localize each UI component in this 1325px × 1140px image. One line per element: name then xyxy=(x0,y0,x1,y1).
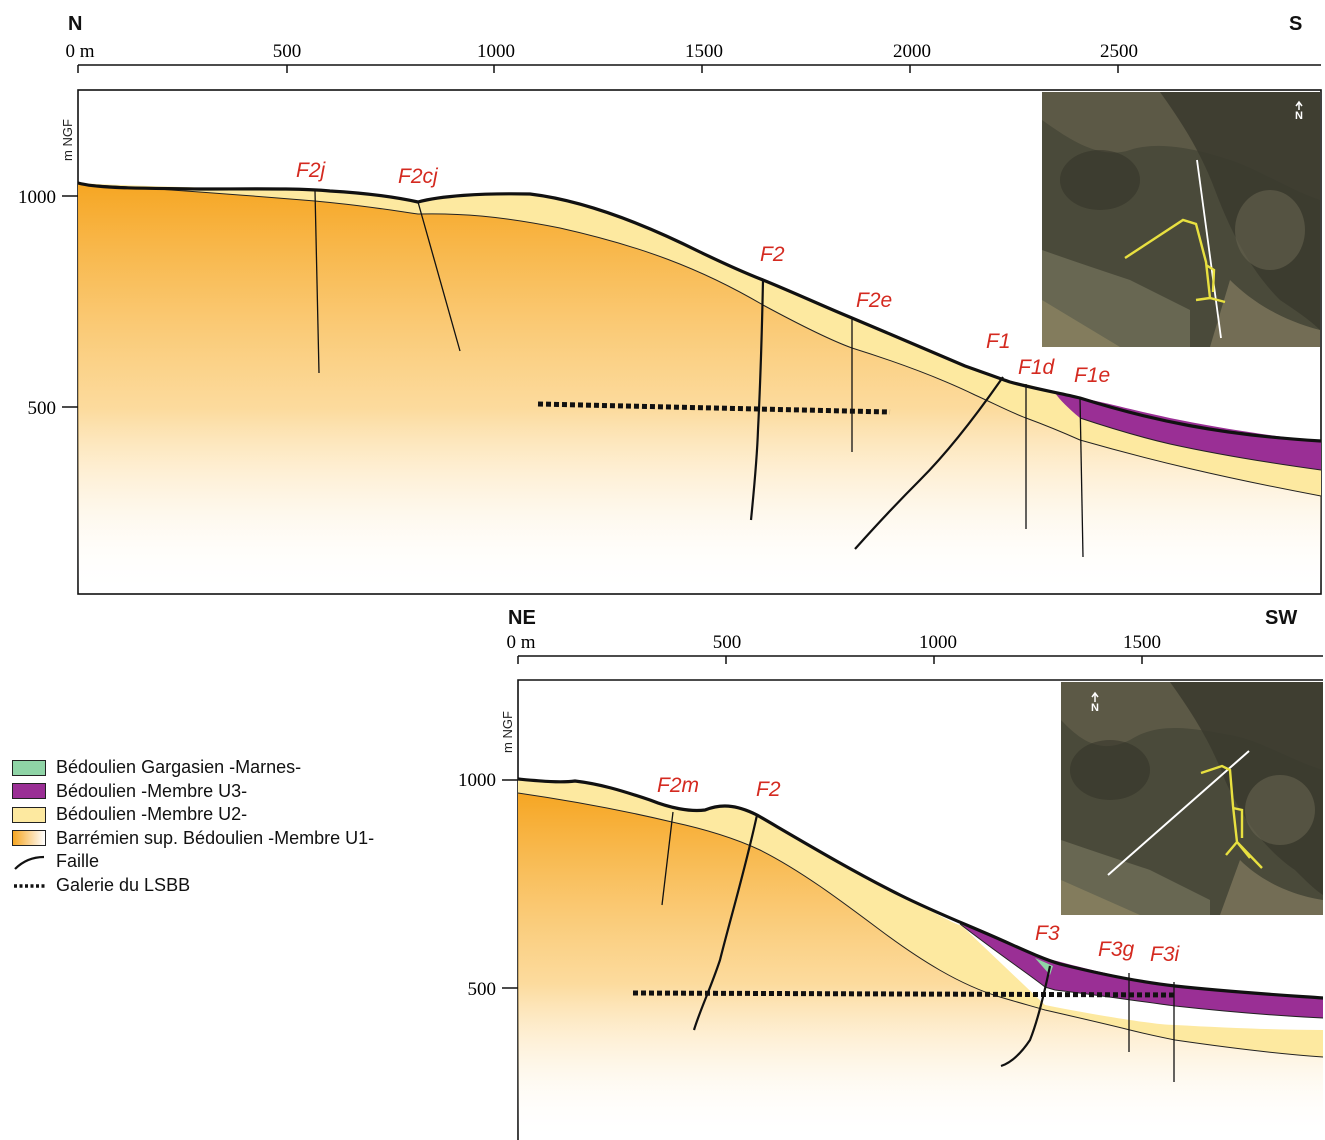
fault-symbol-icon xyxy=(14,855,45,870)
fault-label-f2m: F2m xyxy=(657,774,699,797)
gallery-symbol-icon xyxy=(14,884,46,888)
legend-item-u2: Bédoulien -Membre U2- xyxy=(12,803,374,827)
top-x-tick-1000: 1000 xyxy=(477,41,515,62)
legend-item-marnes: Bédoulien Gargasien -Marnes- xyxy=(12,756,374,780)
top-map-inset: N xyxy=(1042,92,1320,347)
legend-item-u1: Barrémien sup. Bédoulien -Membre U1- xyxy=(12,827,374,851)
fault-line-f2 xyxy=(749,279,765,521)
top-x-tick-0: 0 m xyxy=(65,41,94,62)
legend-label: Bédoulien -Membre U3- xyxy=(56,780,248,801)
bottom-x-tick-500: 500 xyxy=(713,632,742,653)
top-gallery-lsbb xyxy=(537,401,891,415)
top-y-tick-1000: 1000 xyxy=(18,187,56,208)
fault-label-f3g: F3g xyxy=(1098,938,1135,961)
top-x-tick-2000: 2000 xyxy=(893,41,931,62)
top-x-tick-500: 500 xyxy=(273,41,302,62)
bottom-layer-u1 xyxy=(518,793,1323,1140)
fault-label-f2e: F2e xyxy=(856,289,892,312)
bottom-faults xyxy=(661,811,1175,1082)
legend: Bédoulien Gargasien -Marnes- Bédoulien -… xyxy=(12,756,374,897)
top-y-tick-500: 500 xyxy=(28,398,57,419)
top-x-tick-1500: 1500 xyxy=(685,41,723,62)
fault-line-f2m xyxy=(661,811,674,906)
bottom-x-tick-1000: 1000 xyxy=(919,632,957,653)
legend-swatch-u1 xyxy=(12,830,46,847)
top-faults xyxy=(314,190,1084,558)
fault-label-f2: F2 xyxy=(760,243,785,266)
legend-label: Galerie du LSBB xyxy=(56,874,191,895)
top-section: N S 0 m 500 1000 1500 2000 2500 m NGF 10… xyxy=(18,13,1322,595)
bottom-map-inset: N xyxy=(1061,682,1323,915)
top-y-axis-label: m NGF xyxy=(60,119,75,161)
bottom-layer-u3 xyxy=(960,924,1323,1018)
legend-item-gallery: Galerie du LSBB xyxy=(12,874,374,898)
bottom-topography xyxy=(518,777,1323,1000)
bottom-x-tick-0: 0 m xyxy=(506,632,535,653)
bottom-y-tick-500: 500 xyxy=(468,979,497,1000)
top-layer-u2 xyxy=(78,183,1321,496)
legend-item-u3: Bédoulien -Membre U3- xyxy=(12,780,374,804)
fault-label-f2cj: F2cj xyxy=(398,165,439,188)
bottom-boundary-u2-u1 xyxy=(518,792,1323,1058)
legend-label: Bédoulien -Membre U2- xyxy=(56,804,248,825)
fault-line-f2j xyxy=(314,190,320,374)
fault-line-f1e xyxy=(1079,397,1084,558)
fault-line-f3 xyxy=(1000,965,1052,1068)
bottom-layer-u2 xyxy=(518,779,1323,1057)
legend-swatch-u2 xyxy=(12,806,46,823)
top-x-tick-2500: 2500 xyxy=(1100,41,1138,62)
fault-line-f2-bottom xyxy=(692,814,759,1031)
top-boundary-u3-u2 xyxy=(1079,417,1321,471)
top-layer-u3 xyxy=(1055,393,1321,470)
bottom-left-direction: NE xyxy=(508,607,536,629)
top-left-direction: N xyxy=(68,13,82,35)
bottom-section: NE SW 0 m 500 1000 1500 m NGF 1000 500 xyxy=(458,607,1323,1140)
bottom-map-north-symbol: N xyxy=(1091,702,1099,714)
bottom-x-tick-1500: 1500 xyxy=(1123,632,1161,653)
legend-swatch-marnes xyxy=(12,759,46,776)
legend-swatch-u3 xyxy=(12,783,46,800)
bottom-right-direction: SW xyxy=(1265,607,1297,629)
bottom-x-axis: 0 m 500 1000 1500 xyxy=(506,632,1323,664)
fault-label-f3i: F3i xyxy=(1150,943,1181,966)
top-topography xyxy=(78,181,1321,443)
top-right-direction: S xyxy=(1289,13,1302,35)
fault-line-f1 xyxy=(854,376,1004,550)
bottom-gallery-lsbb xyxy=(632,990,1176,998)
bottom-boundary-u3-u2 xyxy=(959,923,1323,1019)
fault-label-f1e: F1e xyxy=(1074,364,1110,387)
top-map-north-symbol: N xyxy=(1295,110,1303,122)
bottom-y-tick-1000: 1000 xyxy=(458,770,496,791)
legend-label: Bédoulien Gargasien -Marnes- xyxy=(56,757,302,778)
top-layer-u1 xyxy=(78,184,1321,594)
fault-label-f3: F3 xyxy=(1035,922,1060,945)
fault-label-f1: F1 xyxy=(986,330,1011,353)
legend-label: Faille xyxy=(56,851,100,872)
fault-line-f2cj xyxy=(417,201,461,352)
fault-label-f2-bottom: F2 xyxy=(756,778,781,801)
fault-label-f2j: F2j xyxy=(296,159,327,182)
bottom-y-axis-label: m NGF xyxy=(500,711,515,753)
legend-item-fault: Faille xyxy=(12,850,374,874)
top-x-axis: 0 m 500 1000 1500 2000 2500 xyxy=(65,41,1321,73)
legend-label: Barrémien sup. Bédoulien -Membre U1- xyxy=(56,827,375,848)
fault-label-f1d: F1d xyxy=(1018,356,1056,379)
